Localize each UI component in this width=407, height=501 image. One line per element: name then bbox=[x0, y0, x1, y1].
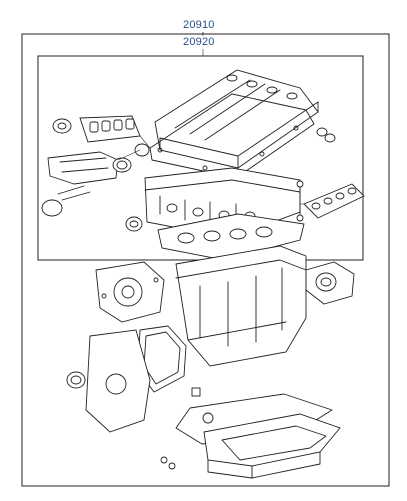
head-cover-gasket bbox=[149, 93, 315, 179]
part-number-label-outer-set[interactable]: 20910 bbox=[183, 19, 215, 31]
water-pipe-assembly bbox=[41, 151, 119, 217]
valve-stem-seals bbox=[296, 180, 304, 222]
inner-set-boundary bbox=[37, 55, 364, 261]
lower-timing-cover bbox=[85, 329, 151, 433]
drain-plug-gaskets bbox=[160, 387, 201, 470]
part-number-label-inner-set[interactable]: 20920 bbox=[183, 36, 215, 48]
label-leaders bbox=[22, 32, 204, 56]
intake-manifold-gasket bbox=[79, 115, 141, 143]
throttle-body-gasket bbox=[52, 118, 72, 134]
cylinder-head-cover bbox=[154, 69, 319, 169]
exhaust-manifold-gasket bbox=[303, 183, 365, 219]
spark-plug-seals bbox=[316, 127, 336, 143]
o-rings bbox=[112, 143, 150, 232]
outer-set-boundary bbox=[21, 33, 390, 487]
rear-oil-seal bbox=[305, 261, 355, 305]
part-leader-lines bbox=[117, 135, 304, 205]
front-crank-oil-seal bbox=[66, 371, 86, 389]
oil-pan bbox=[203, 413, 341, 479]
water-pump-gasket bbox=[95, 261, 165, 323]
engine-block bbox=[175, 245, 307, 367]
